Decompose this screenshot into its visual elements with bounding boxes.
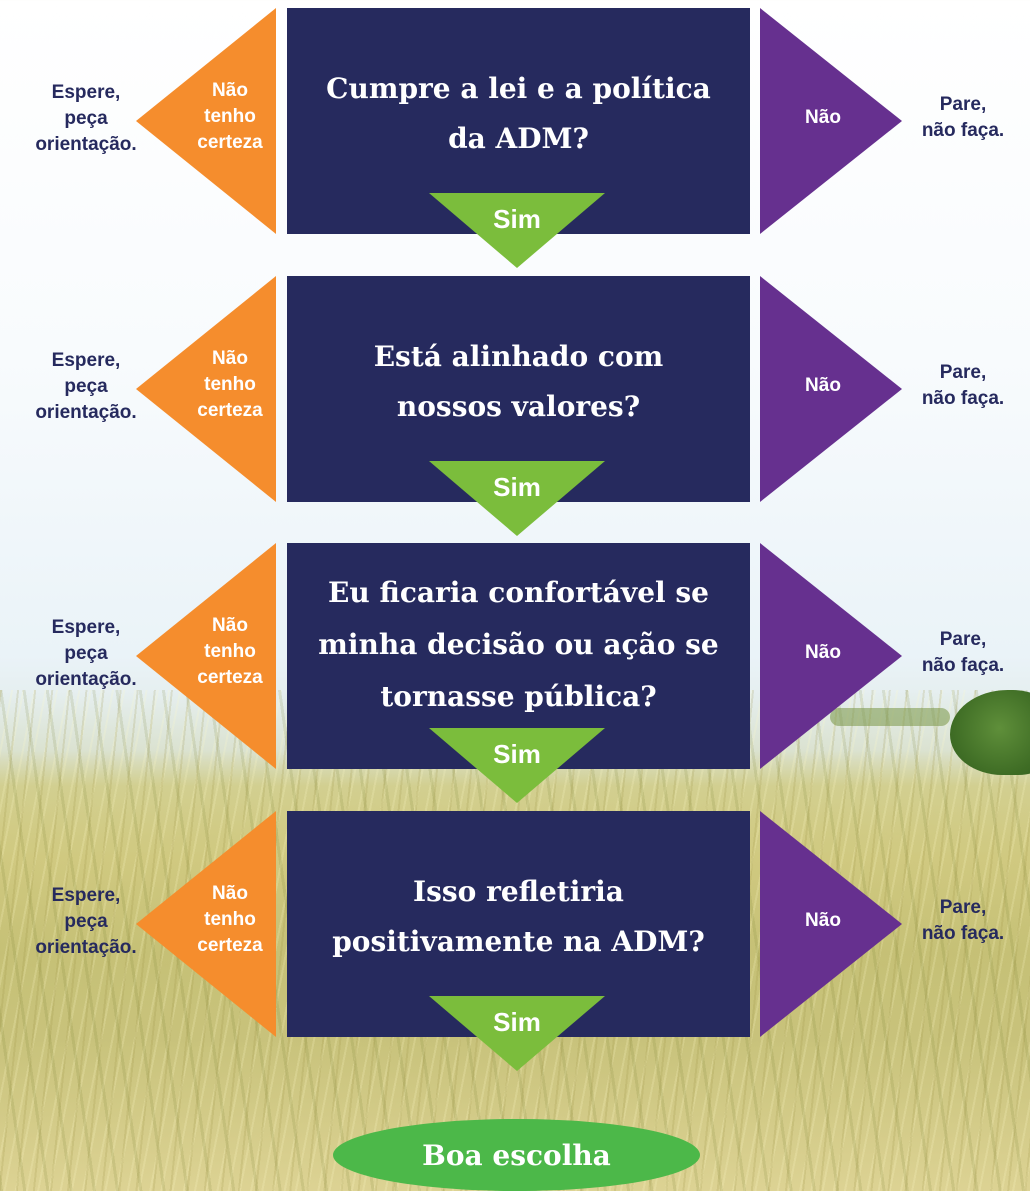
no-arrow-label: Não [805, 107, 841, 128]
no-action-text: Pare, não faça. [921, 94, 1005, 141]
unsure-action-text: Espere, peça orientação. [35, 617, 137, 690]
yes-arrow-label: Sim [493, 472, 541, 502]
unsure-arrow-label: Não tenho certeza [197, 883, 263, 956]
no-action-text: Pare, não faça. [921, 629, 1005, 676]
hedge-background [830, 708, 950, 726]
no-arrow-label: Não [805, 642, 841, 663]
no-arrow-label: Não [805, 375, 841, 396]
unsure-action-text: Espere, peça orientação. [35, 885, 137, 958]
decision-step-1: Espere, peça orientação. Não tenho certe… [0, 8, 1030, 268]
question-text: Cumpre a lei e a política da ADM? [326, 72, 711, 155]
tree-background [950, 690, 1030, 775]
unsure-arrow-label: Não tenho certeza [197, 615, 263, 688]
question-text: Está alinhado com nossos valores? [373, 340, 664, 423]
decision-step-4: Espere, peça orientação. Não tenho certe… [0, 811, 1030, 1071]
unsure-action-text: Espere, peça orientação. [35, 350, 137, 423]
unsure-action-text: Espere, peça orientação. [35, 82, 137, 155]
question-box: Isso refletiria positivamente na ADM? [287, 811, 750, 1037]
decision-step-3: Espere, peça orientação. Não tenho certe… [0, 543, 1030, 803]
unsure-arrow-label: Não tenho certeza [197, 348, 263, 421]
no-action-text: Pare, não faça. [921, 362, 1005, 409]
yes-arrow-label: Sim [493, 739, 541, 769]
question-text: Eu ficaria confortável se minha decisão … [318, 576, 719, 713]
final-outcome-oval: Boa escolha [333, 1119, 700, 1191]
yes-arrow-label: Sim [493, 1007, 541, 1037]
yes-arrow-label: Sim [493, 204, 541, 234]
question-text: Isso refletiria positivamente na ADM? [332, 875, 705, 958]
unsure-arrow-label: Não tenho certeza [197, 80, 263, 153]
no-action-text: Pare, não faça. [921, 897, 1005, 944]
decision-step-2: Espere, peça orientação. Não tenho certe… [0, 276, 1030, 536]
no-arrow-label: Não [805, 910, 841, 931]
final-outcome-label: Boa escolha [422, 1138, 611, 1172]
